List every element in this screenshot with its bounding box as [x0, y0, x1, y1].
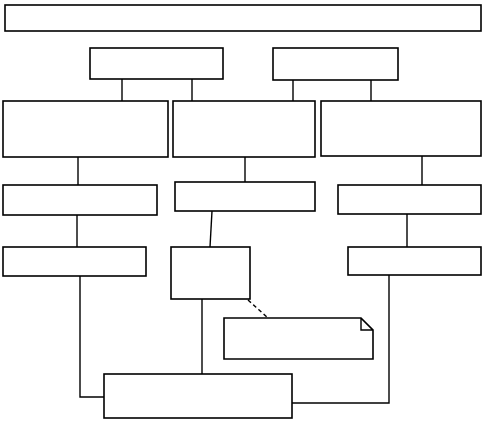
note-body — [223, 317, 374, 360]
row5-left-box — [2, 246, 147, 277]
row3-right-box — [320, 100, 482, 157]
row4-right-box — [337, 184, 482, 215]
row5-middle-box — [170, 246, 251, 300]
note-connector-dashed — [247, 299, 269, 319]
note-shape — [223, 317, 374, 360]
row4-left-box — [2, 184, 158, 216]
bottom-box — [103, 373, 293, 419]
row3-left-box — [2, 100, 169, 158]
connector-line — [209, 210, 213, 248]
row2-left-box — [89, 47, 224, 80]
note-fold-corner — [360, 318, 373, 331]
top-banner-box — [4, 4, 482, 32]
connectors — [76, 79, 423, 404]
row4-middle-box — [174, 181, 316, 212]
row3-middle-box — [172, 100, 316, 158]
row5-right-box — [347, 246, 482, 276]
connector-line — [79, 276, 104, 398]
connector-line — [292, 275, 390, 404]
row2-right-box — [272, 47, 399, 81]
